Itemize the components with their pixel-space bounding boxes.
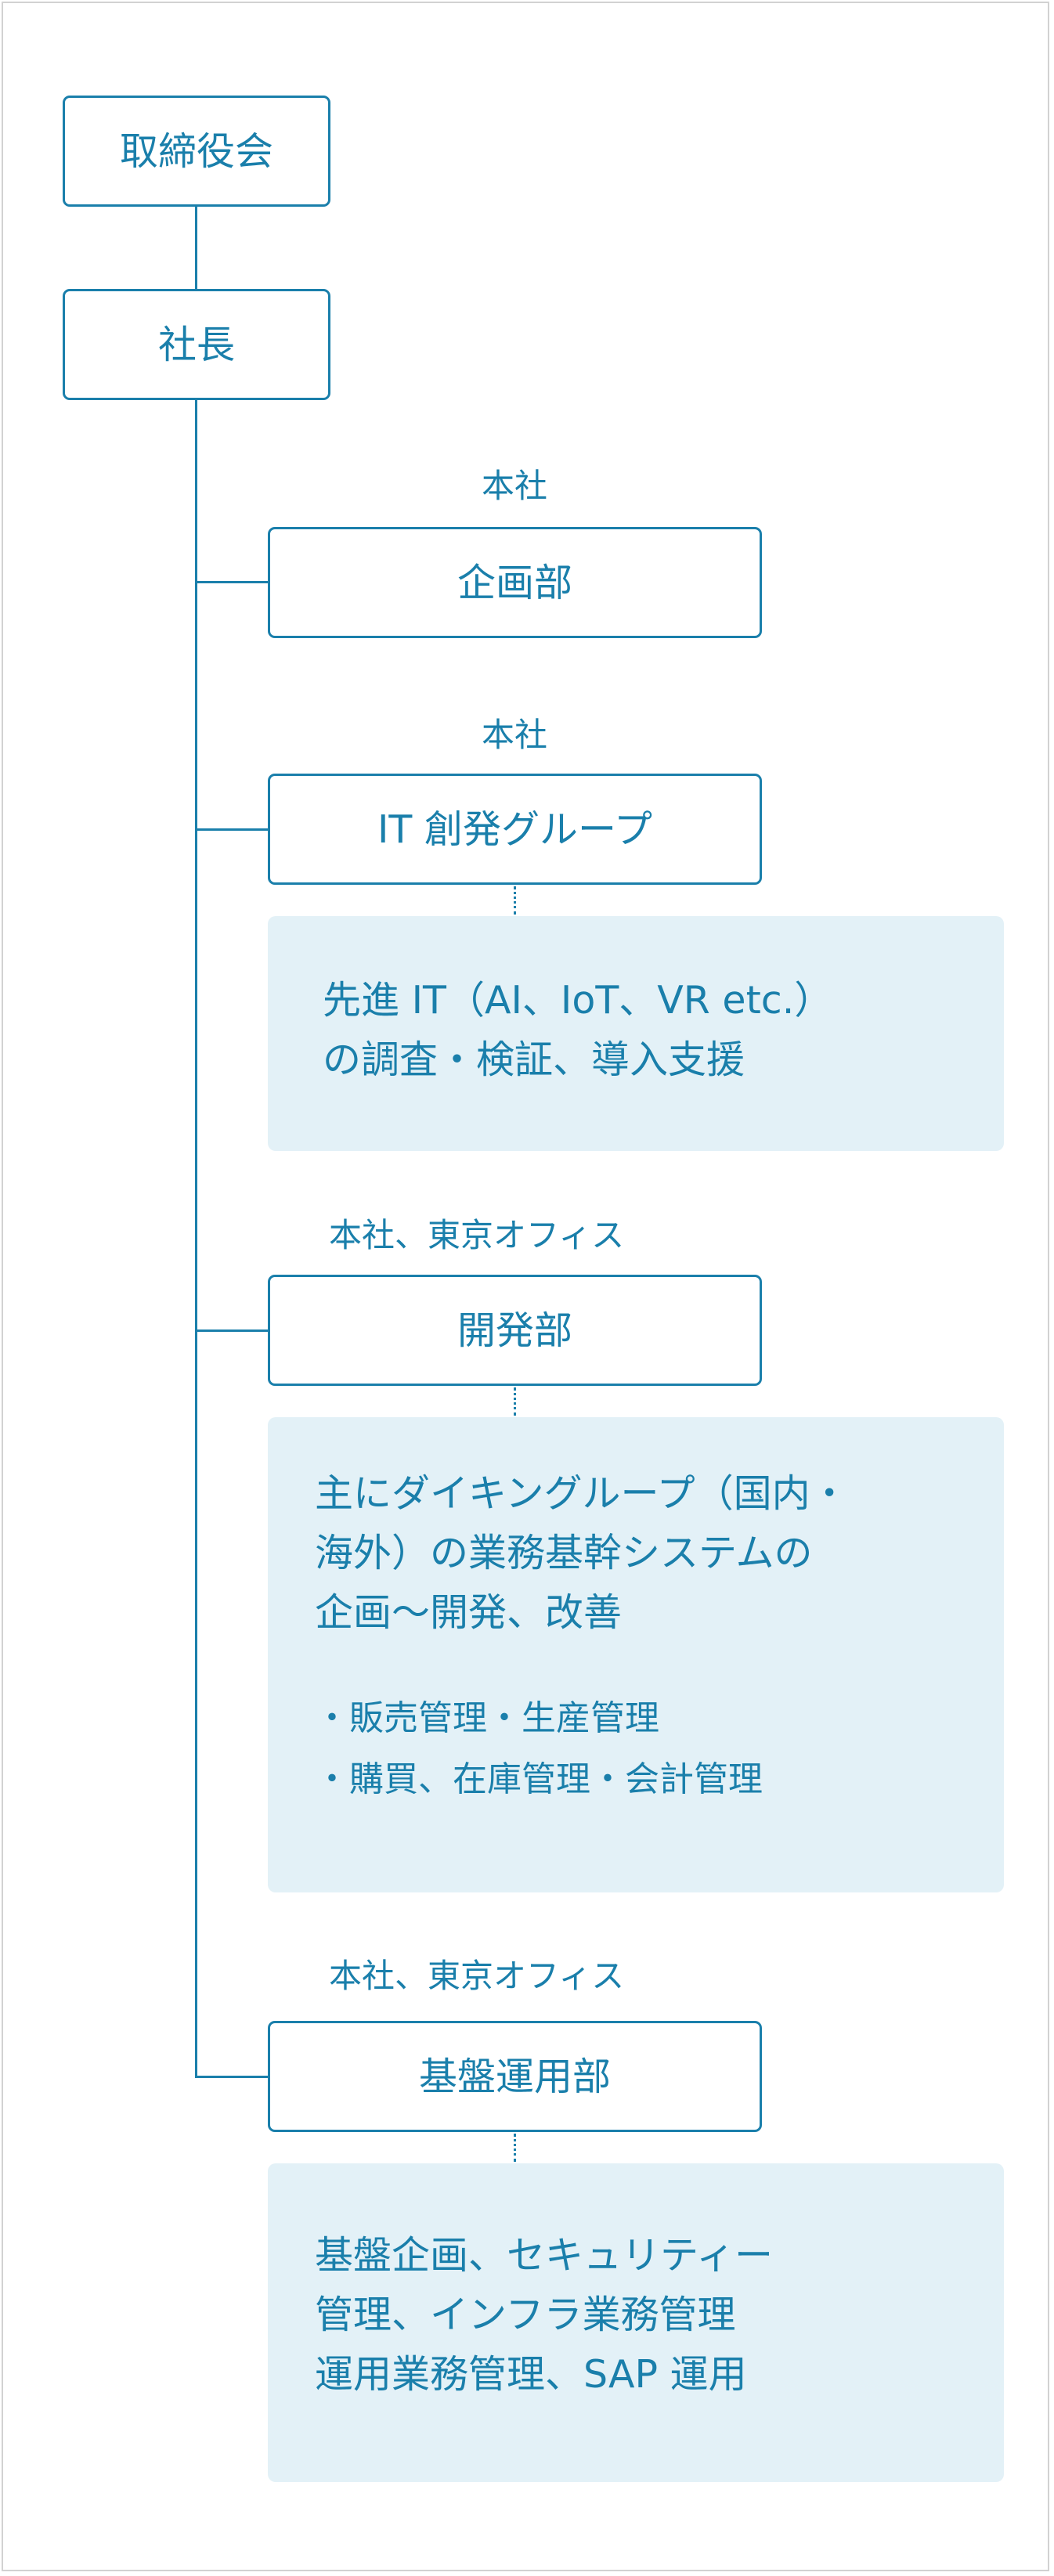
description-panel-it-group: 先進 IT（AI、IoT、VR etc.） の調査・検証、導入支援 xyxy=(268,916,1004,1151)
connector-infrastructure xyxy=(195,2076,268,2078)
description-panel-development: 主にダイキングループ（国内・ 海外）の業務基幹システムの 企画〜開発、改善 ・販… xyxy=(268,1417,1004,1892)
department-box-development: 開発部 xyxy=(268,1275,762,1386)
department-name-it-group: IT 創発グループ xyxy=(377,806,653,852)
connector-board-president xyxy=(195,207,197,291)
system-list-development: ・販売管理・生産管理 ・購買、在庫管理・会計管理 xyxy=(315,1688,763,1810)
dotted-connector-it-group xyxy=(514,886,516,915)
connector-trunk xyxy=(195,398,197,2078)
description-line: 管理、インフラ業務管理 xyxy=(315,2293,736,2337)
list-item: ・販売管理・生産管理 xyxy=(315,1698,659,1738)
location-label-it-group: 本社 xyxy=(481,716,547,754)
description-text-it-group: 先進 IT（AI、IoT、VR etc.） の調査・検証、導入支援 xyxy=(323,971,832,1090)
location-label-infrastructure: 本社、東京オフィス xyxy=(329,1957,625,1995)
description-text-development: 主にダイキングループ（国内・ 海外）の業務基幹システムの 企画〜開発、改善 xyxy=(315,1464,849,1643)
connector-planning xyxy=(195,581,268,583)
description-line: 運用業務管理、SAP 運用 xyxy=(315,2352,747,2397)
location-label-planning: 本社 xyxy=(481,467,547,505)
department-box-infrastructure: 基盤運用部 xyxy=(268,2021,762,2132)
description-text-infrastructure: 基盤企画、セキュリティー 管理、インフラ業務管理 運用業務管理、SAP 運用 xyxy=(315,2226,773,2405)
description-line: 主にダイキングループ（国内・ xyxy=(315,1471,849,1516)
department-name-infrastructure: 基盤運用部 xyxy=(418,2054,611,2099)
description-line: 海外）の業務基幹システムの xyxy=(315,1531,813,1575)
connector-development xyxy=(195,1329,268,1332)
list-item: ・購買、在庫管理・会計管理 xyxy=(315,1759,763,1799)
dotted-connector-infrastructure xyxy=(514,2134,516,2162)
location-label-development: 本社、東京オフィス xyxy=(329,1216,625,1254)
department-name-planning: 企画部 xyxy=(457,560,572,605)
president-box: 社長 xyxy=(63,289,330,400)
president-label: 社長 xyxy=(157,322,235,367)
description-line: の調査・検証、導入支援 xyxy=(323,1037,745,1082)
description-panel-infrastructure: 基盤企画、セキュリティー 管理、インフラ業務管理 運用業務管理、SAP 運用 xyxy=(268,2163,1004,2482)
department-box-it-group: IT 創発グループ xyxy=(268,774,762,885)
department-name-development: 開発部 xyxy=(457,1308,572,1353)
board-label: 取締役会 xyxy=(119,128,273,174)
board-box: 取締役会 xyxy=(63,96,330,207)
connector-it-group xyxy=(195,828,268,831)
description-line: 基盤企画、セキュリティー xyxy=(315,2233,774,2278)
department-box-planning: 企画部 xyxy=(268,527,762,638)
description-line: 企画〜開発、改善 xyxy=(315,1590,623,1635)
description-line: 先進 IT（AI、IoT、VR etc.） xyxy=(323,978,833,1023)
dotted-connector-development xyxy=(514,1387,516,1416)
